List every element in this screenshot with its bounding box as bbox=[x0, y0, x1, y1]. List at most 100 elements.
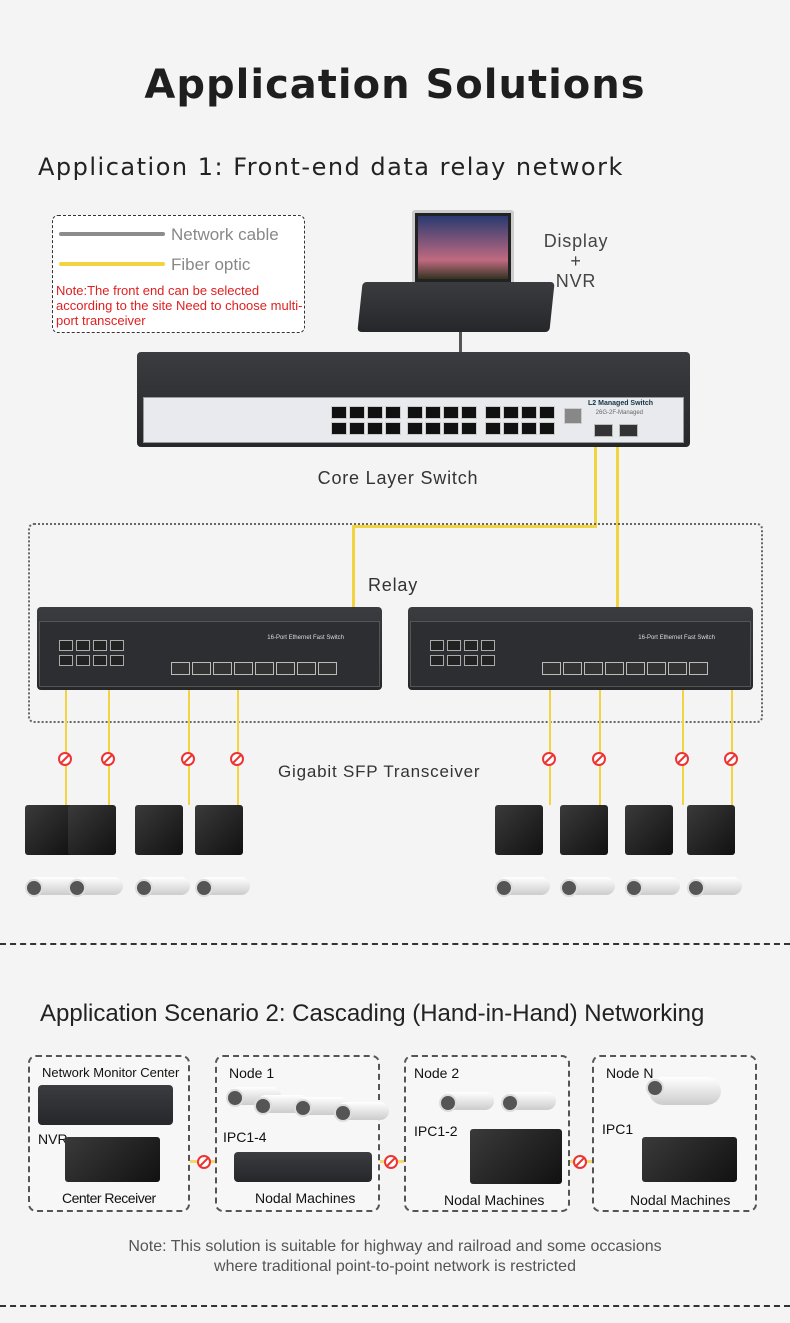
legend: Network cable Fiber optic Note:The front… bbox=[52, 215, 305, 333]
ethernet-port bbox=[521, 406, 537, 419]
fiber-line bbox=[599, 690, 601, 805]
legend-note: Note:The front end can be selected accor… bbox=[56, 283, 303, 328]
ethernet-port bbox=[485, 422, 501, 435]
fiber-line bbox=[188, 690, 190, 805]
camera-icon bbox=[560, 877, 615, 897]
ethernet-port bbox=[59, 640, 73, 651]
fire-hazard-icon bbox=[542, 752, 556, 766]
fiber-optic-swatch bbox=[59, 262, 165, 266]
sfp-port bbox=[584, 662, 603, 675]
camera-icon bbox=[334, 1102, 389, 1122]
core-switch-model: 26G-2F-Managed bbox=[595, 410, 643, 416]
ethernet-port bbox=[447, 640, 461, 651]
ipc-label: IPC1-2 bbox=[414, 1123, 458, 1139]
section-divider bbox=[0, 1305, 790, 1307]
node-2: Node 2 IPC1-2 Nodal Machines bbox=[404, 1055, 570, 1212]
ethernet-port bbox=[367, 422, 383, 435]
fiber-line bbox=[237, 690, 239, 805]
transceiver-icon bbox=[25, 805, 73, 855]
ethernet-port bbox=[464, 655, 478, 666]
section-divider bbox=[0, 943, 790, 945]
ethernet-port bbox=[485, 406, 501, 419]
camera-icon bbox=[625, 877, 680, 897]
sfp-port bbox=[542, 662, 561, 675]
ethernet-port bbox=[407, 422, 423, 435]
transceiver-icon bbox=[625, 805, 673, 855]
fiber-line bbox=[108, 690, 110, 805]
fire-hazard-icon bbox=[181, 752, 195, 766]
ethernet-port bbox=[539, 422, 555, 435]
node-title: Node N bbox=[606, 1065, 654, 1081]
note-line: where traditional point-to-point network… bbox=[214, 1258, 576, 1275]
ethernet-port bbox=[539, 406, 555, 419]
node-caption: Center Receiver bbox=[62, 1190, 156, 1206]
node-title: Network Monitor Center bbox=[42, 1065, 180, 1080]
ethernet-port bbox=[331, 422, 347, 435]
network-cable-swatch bbox=[59, 232, 165, 236]
ethernet-port bbox=[481, 655, 495, 666]
camera-icon bbox=[495, 877, 550, 897]
ethernet-port bbox=[385, 422, 401, 435]
app2-heading: Application Scenario 2: Cascading (Hand-… bbox=[40, 1000, 705, 1027]
transceiver-label: Gigabit SFP Transceiver bbox=[278, 762, 481, 781]
app2-note: Note: This solution is suitable for high… bbox=[0, 1237, 790, 1277]
ethernet-port bbox=[349, 406, 365, 419]
sfp-port bbox=[192, 662, 211, 675]
app1-heading: Application 1: Front-end data relay netw… bbox=[38, 153, 624, 181]
nvr-text: NVR bbox=[555, 271, 597, 291]
fire-hazard-icon bbox=[675, 752, 689, 766]
camera-icon bbox=[135, 877, 190, 897]
ethernet-port bbox=[464, 640, 478, 651]
ethernet-port bbox=[76, 655, 90, 666]
relay-switch-right: 16-Port Ethernet Fast Switch bbox=[408, 607, 753, 690]
ethernet-port bbox=[461, 422, 477, 435]
page-title: Application Solutions bbox=[144, 62, 646, 108]
node-n: Node N IPC1 Nodal Machines bbox=[592, 1055, 757, 1212]
sfp-port bbox=[213, 662, 232, 675]
ipc-label: IPC1-4 bbox=[223, 1129, 267, 1145]
fire-hazard-icon bbox=[573, 1155, 587, 1169]
center-receiver-icon bbox=[65, 1137, 160, 1182]
monitor-icon bbox=[412, 210, 514, 285]
transceiver-icon bbox=[687, 805, 735, 855]
node-title: Node 2 bbox=[414, 1065, 460, 1081]
sfp-port bbox=[255, 662, 274, 675]
core-switch-label: Core Layer Switch bbox=[317, 468, 479, 488]
fire-hazard-icon bbox=[101, 752, 115, 766]
ethernet-port bbox=[430, 640, 444, 651]
relay-switch-left: 16-Port Ethernet Fast Switch bbox=[37, 607, 382, 690]
ethernet-port bbox=[367, 406, 383, 419]
fire-hazard-icon bbox=[592, 752, 606, 766]
sfp-port bbox=[276, 662, 295, 675]
ethernet-port bbox=[425, 422, 441, 435]
legend-fiber-optic: Fiber optic bbox=[171, 255, 251, 274]
relay-switch-name: 16-Port Ethernet Fast Switch bbox=[267, 635, 344, 641]
sfp-port bbox=[626, 662, 645, 675]
relay-label: Relay bbox=[368, 575, 419, 595]
sfp-port bbox=[297, 662, 316, 675]
ethernet-port bbox=[430, 655, 444, 666]
ethernet-port bbox=[443, 406, 459, 419]
core-switch-front: L2 Managed Switch 26G-2F-Managed bbox=[143, 397, 684, 443]
fiber-line bbox=[352, 525, 597, 528]
ethernet-port bbox=[503, 406, 519, 419]
ethernet-port bbox=[481, 640, 495, 651]
fiber-line bbox=[549, 690, 551, 805]
sfp-port bbox=[619, 424, 638, 437]
ipc-label: IPC1 bbox=[602, 1121, 634, 1137]
camera-icon bbox=[501, 1092, 556, 1112]
sfp-port bbox=[668, 662, 687, 675]
ethernet-port bbox=[503, 422, 519, 435]
relay-switch-name: 16-Port Ethernet Fast Switch bbox=[638, 635, 715, 641]
plus-text: + bbox=[570, 251, 582, 271]
fire-hazard-icon bbox=[230, 752, 244, 766]
sfp-port bbox=[171, 662, 190, 675]
ethernet-port bbox=[110, 655, 124, 666]
sfp-port bbox=[563, 662, 582, 675]
nvr-cable bbox=[459, 332, 462, 354]
fiber-line bbox=[616, 447, 619, 609]
nodal-converter-icon bbox=[470, 1129, 562, 1184]
nodal-converter-icon bbox=[642, 1137, 737, 1182]
transceiver-icon bbox=[68, 805, 116, 855]
fiber-line bbox=[594, 447, 597, 527]
